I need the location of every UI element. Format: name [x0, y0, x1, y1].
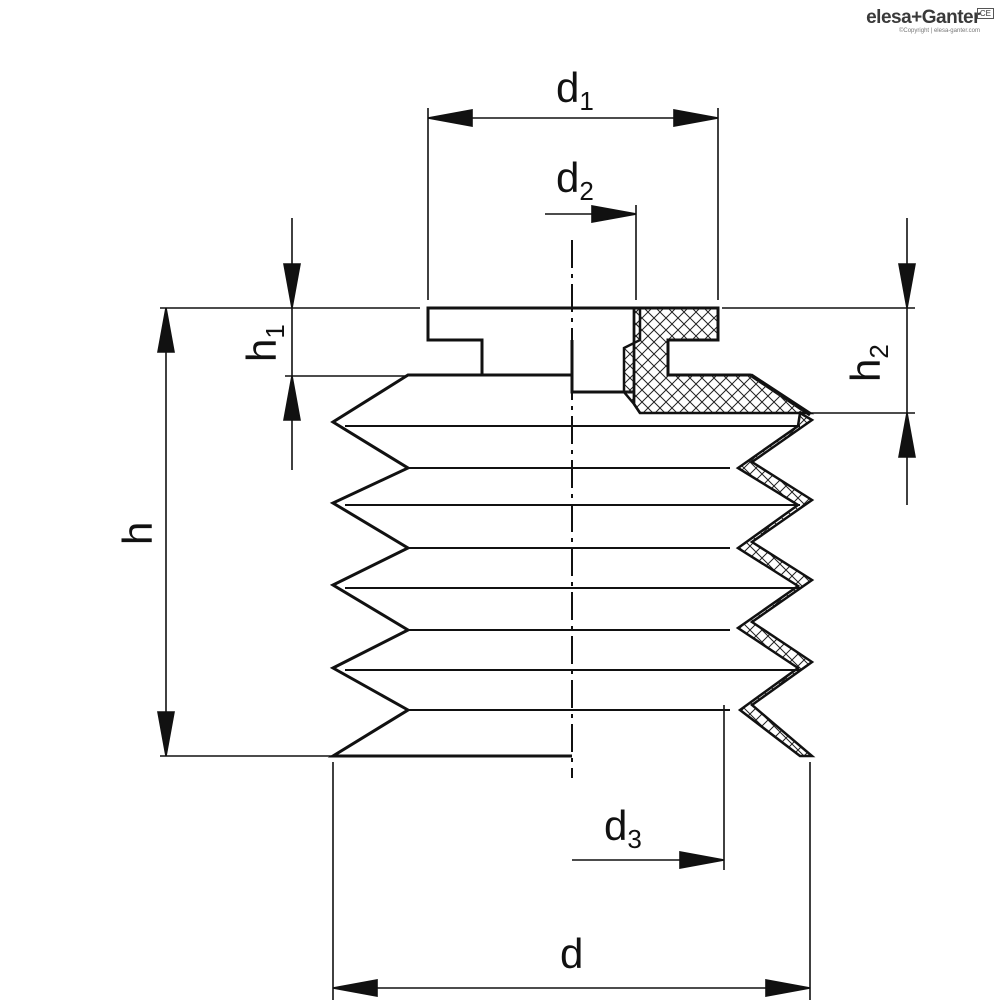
dimension-lines [157, 108, 916, 1000]
label-d2: d2 [556, 154, 594, 206]
section-top [632, 306, 815, 415]
label-d3: d3 [604, 802, 642, 854]
section-wall [622, 306, 816, 758]
label-h2: h2 [842, 344, 894, 382]
label-h: h [114, 522, 161, 545]
label-h1: h1 [238, 324, 290, 362]
ce-mark: CE [976, 8, 994, 19]
section-neck [622, 306, 642, 414]
bellows-outer-outline [327, 373, 572, 758]
fold-lines [345, 425, 800, 711]
label-d: d [560, 930, 583, 977]
brand-name: elesa+Ganter [866, 7, 980, 28]
label-d1: d1 [556, 64, 594, 116]
section-pleats [735, 410, 816, 758]
top-flange-outline [426, 306, 634, 394]
brand-logo: elesa+Ganter ©Copyright | elesa-ganter.c… [866, 7, 994, 35]
brand-copyright: ©Copyright | elesa-ganter.com [898, 28, 980, 34]
